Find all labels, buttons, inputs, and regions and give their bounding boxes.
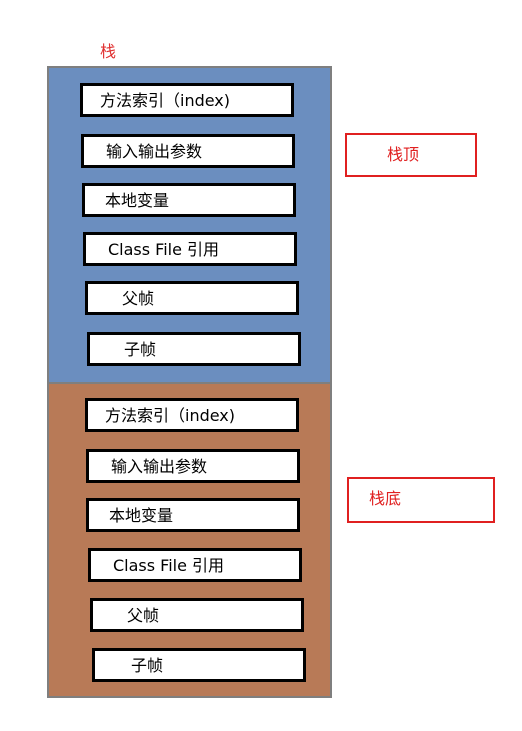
stack-top-label: 栈顶 (345, 133, 477, 177)
frame-item-class-file-ref: Class File 引用 (88, 548, 302, 582)
frame-item-local-vars: 本地变量 (86, 498, 300, 532)
frame-item-io-params: 输入输出参数 (86, 449, 300, 483)
frame-item-local-vars: 本地变量 (82, 183, 296, 217)
frame-item-child-frame: 子帧 (92, 648, 306, 682)
stack-frame-top: 方法索引（index) 输入输出参数 本地变量 Class File 引用 父帧… (49, 68, 330, 384)
stack-bottom-label: 栈底 (347, 477, 495, 523)
stack-frame-bottom: 方法索引（index) 输入输出参数 本地变量 Class File 引用 父帧… (49, 384, 330, 696)
frame-item-parent-frame: 父帧 (85, 281, 299, 315)
stack-container: 方法索引（index) 输入输出参数 本地变量 Class File 引用 父帧… (47, 66, 332, 698)
frame-item-method-index: 方法索引（index) (80, 83, 294, 117)
frame-item-child-frame: 子帧 (87, 332, 301, 366)
frame-item-parent-frame: 父帧 (90, 598, 304, 632)
frame-item-io-params: 输入输出参数 (81, 134, 295, 168)
frame-item-method-index: 方法索引（index) (85, 398, 299, 432)
stack-title: 栈 (100, 42, 117, 61)
frame-item-class-file-ref: Class File 引用 (83, 232, 297, 266)
